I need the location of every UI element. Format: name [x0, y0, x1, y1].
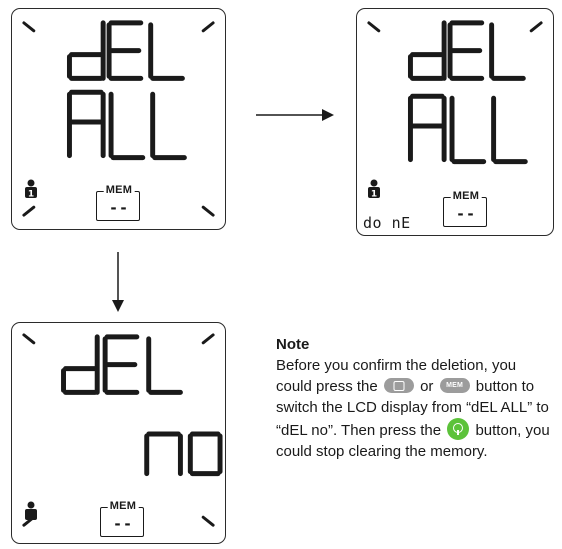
lcd-panel-delete-done: 1 do nE MEM -- [356, 8, 554, 236]
user-icon: 1 [24, 179, 38, 200]
lcd-segment-digits-del-all [22, 20, 215, 217]
mem-button-icon: MEM [439, 378, 470, 393]
svg-text:1: 1 [28, 190, 34, 200]
lcd-panel-delete-cancel: MEM -- [11, 322, 226, 544]
note-title: Note [276, 336, 310, 353]
memory-indicator: MEM -- [96, 183, 142, 221]
memory-indicator: MEM -- [100, 499, 146, 537]
mem-label: MEM [103, 183, 135, 198]
done-indicator-text: do nE [363, 214, 411, 232]
user-icon: 1 [367, 179, 381, 200]
lcd-panel-delete-all: 1 MEM -- [11, 8, 226, 230]
mem-value: -- [108, 199, 130, 217]
lcd-segment-digits-del-all-done [367, 20, 543, 165]
svg-text:1: 1 [371, 190, 377, 200]
note-text-part3: button, you could stop clearing the memo… [276, 422, 550, 460]
mem-label: MEM [450, 189, 482, 204]
user-select-button-icon [383, 378, 414, 393]
user-icon [24, 501, 38, 521]
power-button-icon [447, 418, 470, 440]
note-block: Note Before you confirm the deletion, yo… [276, 334, 556, 462]
lcd-segment-digits-del-no [22, 333, 223, 527]
memory-indicator: MEM -- [443, 189, 489, 227]
mem-label: MEM [107, 499, 139, 514]
mem-value: -- [455, 205, 477, 223]
arrow-right [256, 109, 334, 121]
note-text-or: or [420, 378, 434, 395]
note-text-part1: Before you confirm the deletion, you cou… [276, 357, 517, 395]
mem-value: -- [112, 515, 134, 533]
arrow-down [112, 252, 124, 312]
note-text-part2: button to switch the LCD display from “d… [276, 378, 549, 439]
